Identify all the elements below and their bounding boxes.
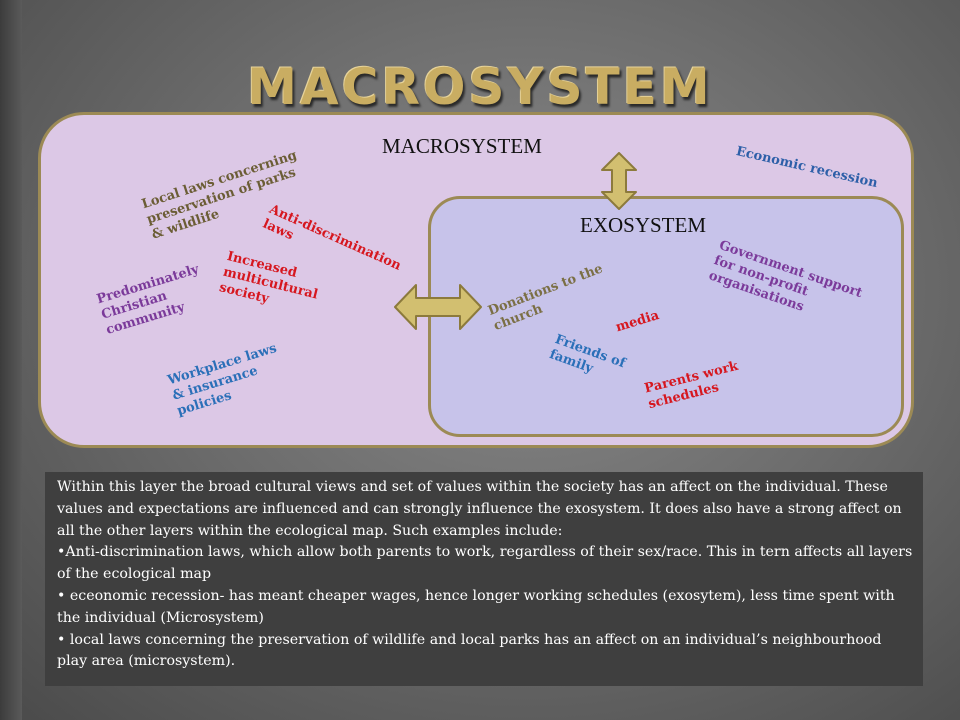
- description-intro: Within this layer the broad cultural vie…: [57, 479, 902, 539]
- description-bullet-3: • local laws concerning the preservation…: [57, 631, 882, 670]
- slide-title: MACROSYSTEM: [247, 58, 713, 116]
- left-decorative-band: [0, 0, 22, 720]
- macrosystem-label: MACROSYSTEM: [382, 134, 542, 158]
- vertical-double-arrow-icon: [601, 152, 637, 210]
- horizontal-double-arrow-icon: [394, 284, 482, 330]
- exosystem-label: EXOSYSTEM: [580, 213, 707, 237]
- description-bullet-2: • eceonomic recession- has meant cheaper…: [57, 587, 895, 626]
- description-panel: Within this layer the broad cultural vie…: [45, 472, 923, 686]
- description-bullet-1: •Anti-discrimination laws, which allow b…: [57, 544, 913, 583]
